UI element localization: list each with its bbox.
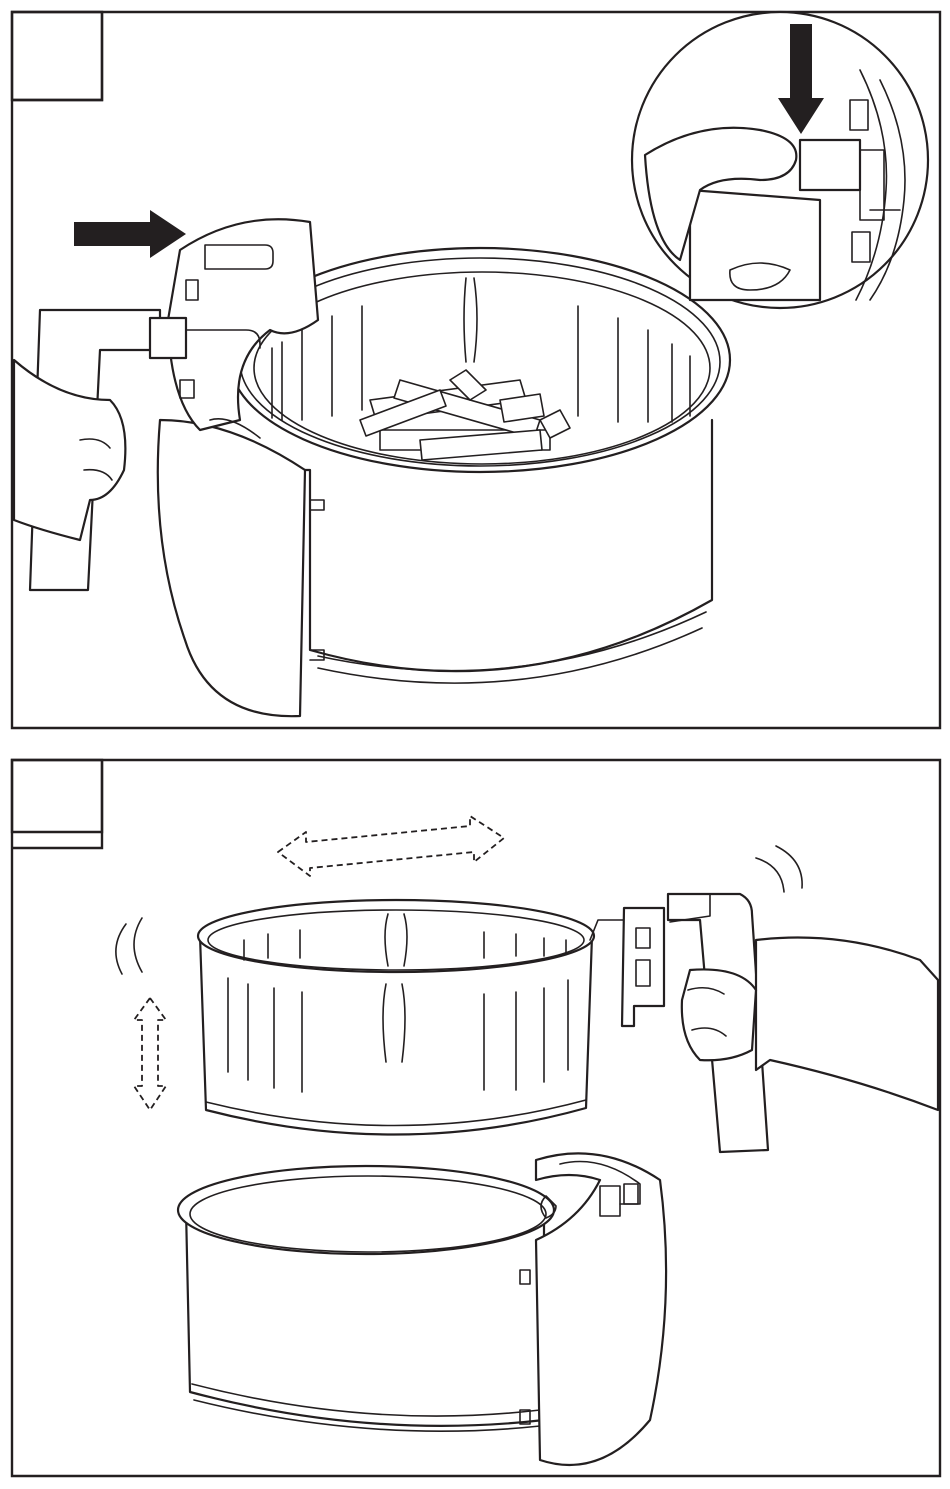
step-2-box [12,760,102,832]
outer-pan [178,1153,666,1465]
lifted-basket [198,900,664,1135]
hand-holding-handle [668,894,938,1152]
step-1-box [12,12,102,100]
panel-2 [12,760,940,1476]
panel-1 [12,12,940,728]
push-arrow-icon [74,210,186,258]
basket-with-fries [168,219,730,472]
shake-arrow-vertical-icon [134,998,166,1110]
shake-arrow-horizontal-icon [278,816,504,876]
panel-2-tab-edge [12,760,102,848]
release-button-detail [632,12,928,308]
panel-1-tab-edge [12,12,102,100]
